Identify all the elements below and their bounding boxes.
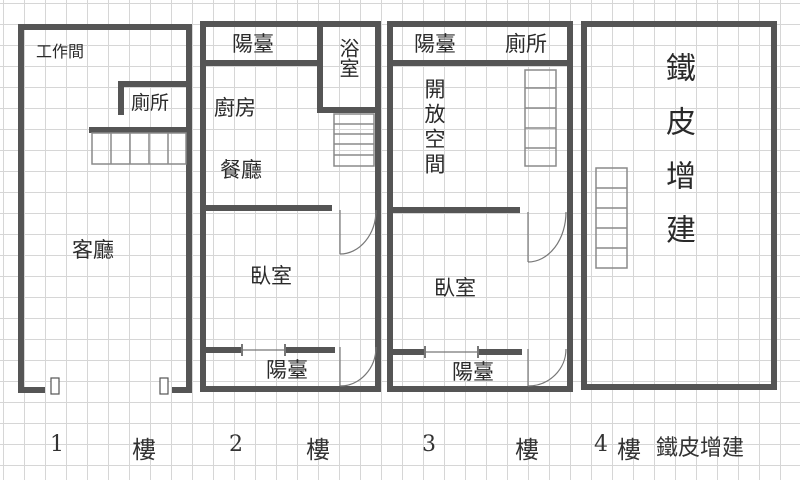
floor-3-plan — [387, 21, 573, 392]
floor-4-staircase — [595, 167, 628, 269]
floor-2-doors — [241, 209, 377, 387]
floor-4-outer-wall — [581, 21, 777, 390]
floor-2-balcony-top-label: 陽臺 — [232, 32, 274, 56]
floor-3-balcony-top-label: 陽臺 — [414, 32, 456, 56]
floor-3-bedroom-label: 臥室 — [434, 276, 476, 300]
floor-1-door-post-left — [50, 377, 60, 395]
floor-2-staircase — [333, 113, 375, 167]
floor-3-outer-wall — [387, 21, 573, 392]
floor-4-addition-label: 鐵皮增建 — [660, 52, 695, 268]
floor-3-balcony-bottom-label: 陽臺 — [452, 360, 494, 384]
floor-2-bathroom-label: 浴室 — [336, 38, 360, 78]
floor-2-number: 2 — [229, 432, 243, 457]
floor-3-toilet-label: 廁所 — [505, 32, 547, 56]
floor-3-unit: 樓 — [515, 436, 539, 464]
floor-1-unit: 樓 — [132, 436, 156, 464]
floor-2-unit: 樓 — [306, 436, 330, 464]
floor-4-suffix: 鐵皮增建 — [656, 436, 745, 461]
floor-1-staircase — [91, 132, 187, 165]
floor-1-toilet-label: 廁所 — [131, 92, 170, 114]
floor-3-number: 3 — [422, 432, 436, 457]
floor-1-living-room-label: 客廳 — [72, 238, 114, 262]
floor-4-number: 4 — [594, 432, 608, 457]
floor-1-number: 1 — [50, 432, 64, 457]
floor-1-outer-wall — [18, 24, 192, 393]
floor-2-bedroom-label: 臥室 — [250, 264, 292, 288]
floor-2-balcony-bottom-label: 陽臺 — [266, 358, 308, 382]
floor-4-unit: 樓 — [617, 436, 641, 464]
floor-1-workroom-label: 工作間 — [36, 42, 85, 61]
floor-4-plan — [581, 21, 777, 390]
floor-3-staircase — [524, 69, 557, 167]
floor-2-dining-label: 餐廳 — [220, 158, 262, 182]
floor-1-toilet-wall — [118, 81, 189, 115]
floor-2-kitchen-label: 廚房 — [214, 96, 256, 120]
floor-1-plan — [18, 24, 192, 393]
floor-3-doors — [424, 211, 567, 387]
floor-3-open-space-label: 開放空間 — [422, 78, 446, 178]
floor-1-door-post-right — [159, 377, 169, 395]
floor-2-bathroom-wall — [317, 24, 378, 113]
floor-2-plan — [200, 21, 381, 392]
